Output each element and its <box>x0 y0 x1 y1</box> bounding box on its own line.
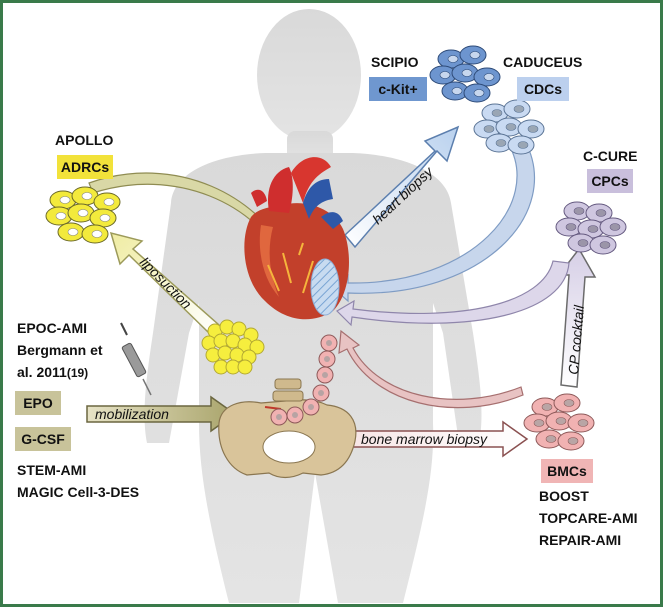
caduceus-label: CADUCEUS <box>503 54 583 70</box>
diagram-canvas: heart biopsy liposuction mobilization bo… <box>45 9 627 603</box>
heart-biopsy-arrow <box>343 125 460 249</box>
bergmann-label-line1: Bergmann et <box>17 342 103 358</box>
cpc-to-heart-arrow <box>336 260 570 327</box>
heart-illustration <box>244 157 349 320</box>
cdc-cell-cluster <box>473 99 545 155</box>
bergmann-year: al. 2011 <box>17 364 67 380</box>
pelvis-illustration <box>218 378 357 479</box>
bergmann-reference: (19) <box>66 366 89 380</box>
mobilization-label: mobilization <box>95 406 169 422</box>
body-silhouette <box>144 9 482 603</box>
adipose-tissue <box>201 319 265 375</box>
syringe-icon <box>120 322 152 396</box>
boost-label: BOOST <box>539 488 589 504</box>
bmc-cell-cluster <box>523 393 595 451</box>
bone-marrow-biopsy-label: bone marrow biopsy <box>361 431 488 447</box>
topcare-ami-label: TOPCARE-AMI <box>539 510 638 526</box>
epo-badge: EPO <box>15 391 61 415</box>
adrcs-badge: ADRCs <box>57 155 113 179</box>
cp-cocktail-arrow <box>557 247 597 388</box>
cpc-cell-cluster <box>555 201 627 255</box>
adrc-cell-cluster <box>45 186 121 244</box>
cp-cocktail-label: CP cocktail <box>565 304 587 376</box>
apollo-label: APOLLO <box>55 132 114 148</box>
c-cure-label: C-CURE <box>583 148 638 164</box>
ckit-badge: c-Kit+ <box>369 77 427 101</box>
liposuction-arrow <box>109 231 221 334</box>
scipio-label: SCIPIO <box>371 54 419 70</box>
repair-ami-label: REPAIR-AMI <box>539 532 622 548</box>
cpcs-badge: CPCs <box>587 169 633 193</box>
cdc-to-heart-arrow <box>332 140 536 303</box>
gcsf-badge: G-CSF <box>15 427 71 451</box>
ckit-cell-cluster <box>429 45 501 103</box>
bergmann-label-line2: al. 2011(19) <box>17 363 88 382</box>
epoc-ami-label: EPOC-AMI <box>17 320 87 336</box>
cdcs-badge: CDCs <box>517 77 569 101</box>
bmcs-badge: BMCs <box>541 459 593 483</box>
bmc-to-heart-arrow <box>338 329 524 409</box>
stem-ami-label: STEM-AMI <box>17 462 87 478</box>
bone-marrow-biopsy-arrow <box>352 420 529 458</box>
magic-label: MAGIC Cell-3-DES <box>17 484 140 500</box>
